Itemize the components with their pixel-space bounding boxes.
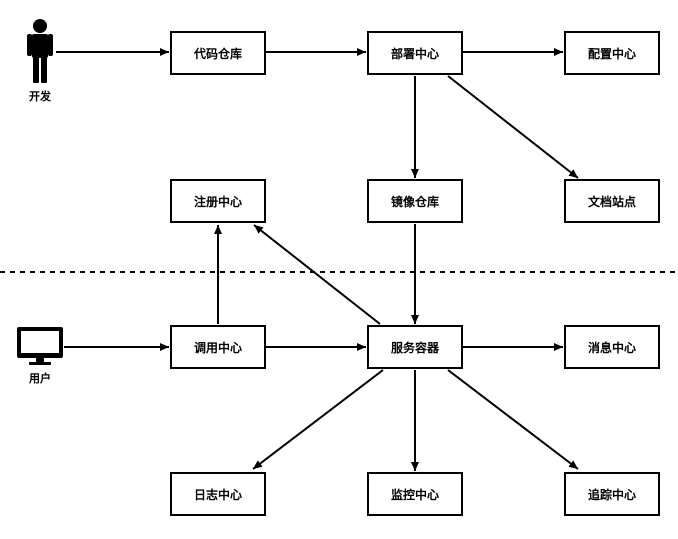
user-monitor-icon: [17, 327, 63, 365]
invoke-center-node: 调用中心: [170, 325, 266, 369]
log-center-node: 日志中心: [170, 472, 266, 516]
developer-label: 开发: [29, 90, 51, 103]
edge-deploy-center-to-doc-site: [447, 75, 579, 179]
trace-center-node: 追踪中心: [564, 472, 660, 516]
edge-service-container-to-log-center: [252, 369, 384, 470]
message-center-node: 消息中心: [564, 325, 660, 369]
code-repo-node: 代码仓库: [170, 31, 266, 75]
monitor-center-node: 监控中心: [367, 472, 463, 516]
edges: [56, 48, 579, 471]
deploy-center-node: 部署中心: [367, 31, 463, 75]
service-container-node: 服务容器: [367, 325, 463, 369]
config-center-node: 配置中心: [564, 31, 660, 75]
image-repo-node: 镜像仓库: [367, 179, 463, 223]
edge-service-container-to-registry-center: [253, 224, 381, 325]
developer-person-icon: [27, 19, 53, 83]
edge-service-container-to-trace-center: [447, 369, 579, 470]
doc-site-node: 文档站点: [564, 179, 660, 223]
user-label: 用户: [29, 372, 51, 385]
registry-center-node: 注册中心: [170, 179, 266, 223]
